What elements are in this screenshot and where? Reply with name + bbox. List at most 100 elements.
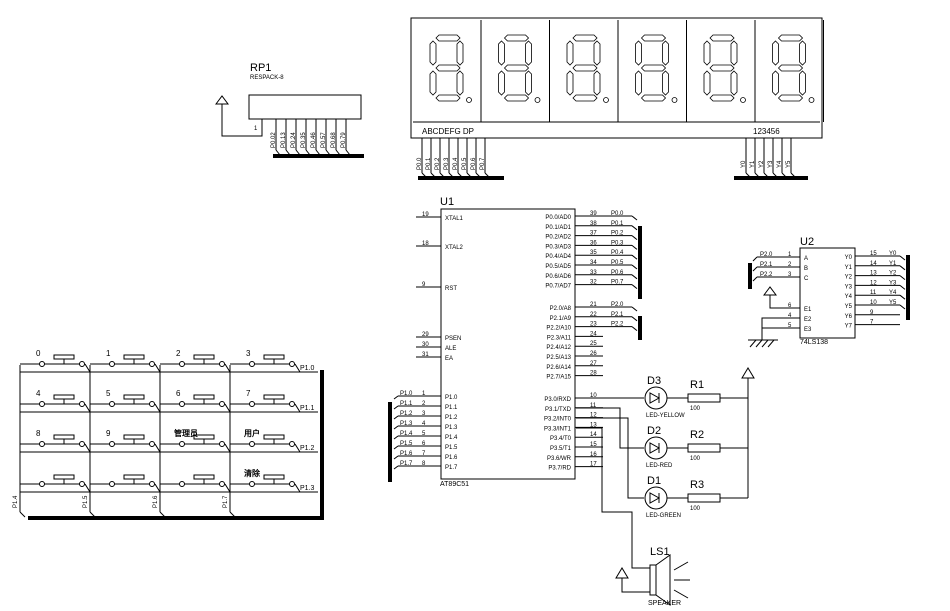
keypad-key[interactable]: 8 (20, 429, 91, 453)
seven-segment-digit (772, 34, 815, 103)
key-cap-icon (263, 354, 285, 360)
rp1-body (248, 94, 362, 120)
keypad-key-label: 0 (36, 349, 41, 358)
keypad-col-net-label: P1.4 (13, 495, 19, 508)
u1-pin-number: 4 (422, 421, 426, 427)
u2-pin-number: 6 (788, 303, 792, 309)
resistor-value: 100 (690, 506, 701, 512)
keypad-key[interactable]: 7 (230, 389, 301, 413)
u1-body (440, 208, 576, 480)
led-label: LED-RED (646, 463, 673, 469)
u1-pin-number: 2 (422, 401, 426, 407)
u1-pin-name: P1.2 (445, 415, 458, 421)
rp1-net-label: P0.35 (301, 132, 307, 148)
keypad-col-net-label: P1.7 (223, 495, 229, 508)
u2-power-arrow-icon (763, 286, 777, 296)
u1-pin-number: 19 (422, 212, 429, 218)
u1-pin-name: P1.5 (445, 445, 458, 451)
u1-pin-number: 9 (422, 282, 426, 288)
u1-pin-name: P2.3/A11 (547, 335, 572, 341)
led-label: LED-GREEN (646, 513, 681, 519)
u2-pin-number: 2 (788, 262, 792, 268)
u1-pin-number: 1 (422, 391, 426, 397)
display-frame (410, 17, 823, 139)
u1-pin-name: P1.7 (445, 465, 458, 471)
u1-pin-name: P1.4 (445, 435, 458, 441)
diode-icon (649, 442, 661, 454)
u1-left-net-label: P1.6 (400, 451, 413, 457)
led-section[interactable]: D3LED-YELLOWR1100D2LED-REDR2100D1LED-GRE… (576, 367, 755, 519)
display-segment-net-label: P0.1 (426, 157, 432, 170)
keypad-key[interactable]: 用户 (230, 428, 301, 453)
seven-segment-digit (703, 34, 746, 103)
u1-pin-number: 11 (590, 403, 597, 409)
key-cap-icon (123, 354, 145, 360)
u1-pin-name: ALE (445, 346, 456, 352)
u1-microcontroller[interactable]: U1 AT89C51 19XTAL118XTAL29RST29PSEN30ALE… (388, 196, 642, 488)
keypad-key[interactable] (160, 474, 231, 493)
keypad-row-net-label: P1.2 (300, 445, 315, 452)
diode-icon (649, 492, 661, 504)
u1-pin-name: P3.2/INT0 (544, 417, 572, 423)
keypad-key-label: 1 (106, 349, 111, 358)
keypad-key[interactable] (20, 474, 91, 493)
speaker-section[interactable]: LS1 SPEAKER (576, 427, 690, 607)
u2-pin-number: 10 (870, 300, 877, 306)
decimal-point-icon (808, 97, 815, 103)
u1-pin-number: 24 (590, 331, 597, 337)
u1-pin-name: P1.3 (445, 425, 458, 431)
keypad-key-label: 7 (246, 389, 251, 398)
u2-input-net-label: P2.0 (760, 252, 773, 258)
u1-pin-name: RST (445, 286, 457, 292)
u2-pin-number: 12 (870, 280, 877, 286)
u1-pin-number: 28 (590, 371, 597, 377)
display-segment-labels: ABCDEFG DP (422, 127, 474, 136)
seven-segment-digit (429, 34, 472, 103)
keypad-key[interactable]: 1 (90, 349, 161, 373)
u2-pin-number: 5 (788, 323, 792, 329)
u2-pin-number: 15 (870, 251, 877, 257)
keypad-key[interactable] (90, 474, 161, 493)
u1-left-net-label: P1.0 (400, 391, 413, 397)
keypad-key[interactable]: 6 (160, 389, 231, 413)
keypad-key-label: 2 (176, 349, 181, 358)
rp1-net-label: P0.02 (271, 132, 277, 148)
keypad-key[interactable]: 管理员 (160, 428, 231, 453)
keypad-key-label: 6 (176, 389, 181, 398)
keypad-key[interactable]: 0 (20, 349, 91, 373)
keypad-key[interactable]: 4 (20, 389, 91, 413)
u1-right-net-label: P0.7 (611, 280, 624, 286)
u1-pin-number: 29 (422, 332, 429, 338)
keypad-key[interactable]: 清除 (230, 468, 301, 493)
keypad-key[interactable]: 2 (160, 349, 231, 373)
u1-right-net-label: P2.2 (611, 322, 624, 328)
u2-pin-number: 13 (870, 271, 877, 277)
resistor-value: 100 (690, 406, 701, 412)
u1-left-net-label: P1.5 (400, 441, 413, 447)
keypad-key[interactable]: 5 (90, 389, 161, 413)
keypad-key[interactable]: 3 (230, 349, 301, 373)
u1-left-net-label: P1.3 (400, 421, 413, 427)
keypad-key[interactable]: 9 (90, 429, 161, 453)
display-digit-net-label: Y5 (786, 160, 792, 168)
key-cap-icon (263, 394, 285, 400)
display-segment-net-label: P0.5 (462, 157, 468, 170)
u1-pin-number: 7 (422, 451, 426, 457)
u1-pin-number: 26 (590, 351, 597, 357)
u1-part: AT89C51 (440, 481, 469, 488)
u1-pin-number: 32 (590, 280, 597, 286)
key-cap-icon (263, 474, 285, 480)
seven-segment-digit (498, 34, 541, 103)
u1-pin-name: P2.5/A13 (546, 355, 571, 361)
u1-pin-name: EA (445, 356, 453, 362)
u1-pin-number: 35 (590, 250, 597, 256)
u1-pin-name: P0.1/AD1 (545, 225, 571, 231)
u1-pin-number: 37 (590, 231, 597, 237)
